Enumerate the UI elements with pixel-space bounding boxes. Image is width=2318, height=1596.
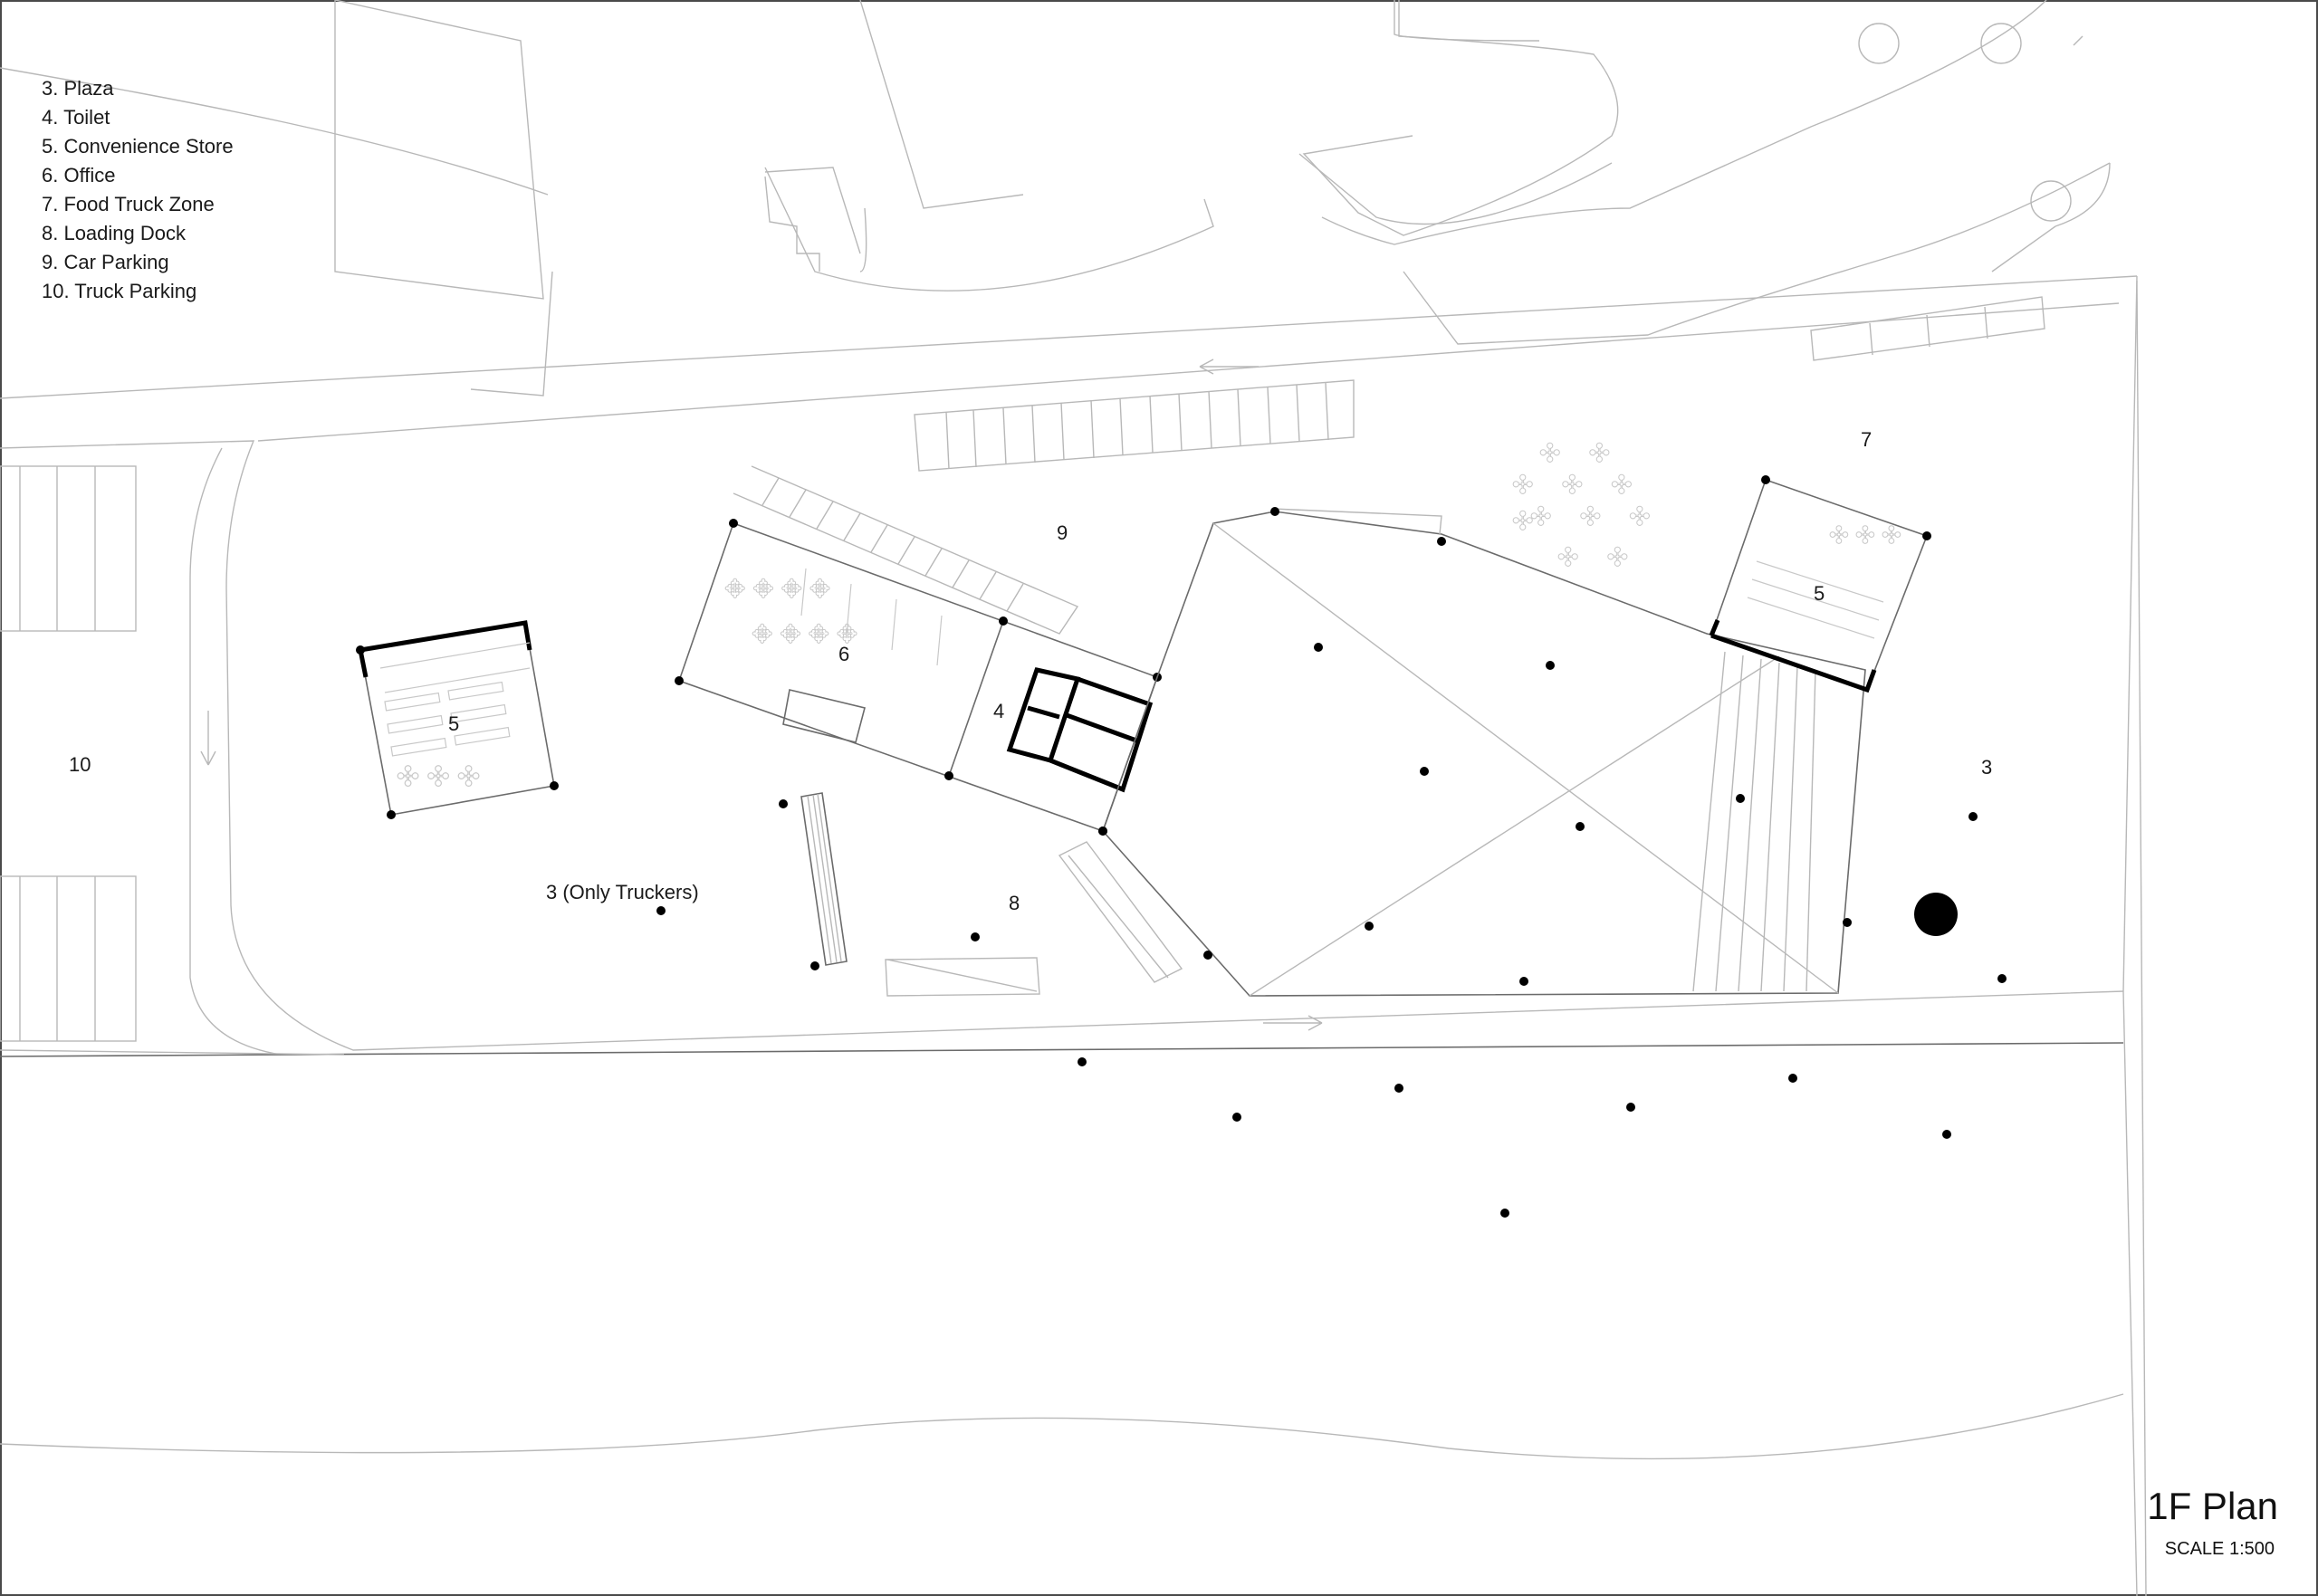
legend-item: 3. Plaza [42,77,114,100]
plan-scale: SCALE 1:500 [2164,1539,2275,1559]
car-parking-stalls [733,296,2045,635]
label-car-parking: 9 [1057,521,1068,544]
store-west: ✣ ✣ ✣ [356,620,559,819]
label-loading-dock: 8 [1009,892,1020,914]
context-lines [0,0,2111,397]
plan-title: 1F Plan [2147,1485,2278,1527]
tree-dots [656,643,2007,1218]
svg-text:✣ ✣ ✣: ✣ ✣ ✣ [397,762,480,792]
label-toilet: 4 [993,700,1004,722]
legend-item: 4. Toilet [42,106,110,129]
store-east: ✣ ✣ ✣ [1709,475,1931,693]
legend-item: 7. Food Truck Zone [42,193,215,215]
food-truck-seating: ✣ ✣ ✣ ✣ ✣ ✣ ✣ ✣ ✣ ✣ ✣ [1512,439,1652,572]
svg-text:✥ ✥ ✥ ✥: ✥ ✥ ✥ ✥ [724,575,830,603]
legend-item: 8. Loading Dock [42,222,186,244]
svg-text:✣ ✣ ✣: ✣ ✣ ✣ [1530,502,1651,530]
label-office: 6 [838,643,849,665]
office-building: ✥ ✥ ✥ ✥ ✥ ✥ ✥ ✥ [675,519,1162,836]
label-food-truck: 7 [1861,428,1872,451]
legend-item: 6. Office [42,164,116,186]
label-store-west: 5 [448,712,459,735]
label-plaza: 3 [1981,756,1992,779]
label-truck-parking: 10 [69,753,91,776]
plaza-canopy [1098,507,1866,997]
legend-item: 5. Convenience Store [42,135,234,158]
legend-item: 10. Truck Parking [42,280,197,302]
legend-item: 9. Car Parking [42,251,169,273]
zone-labels: 5 6 4 9 7 5 10 3 3 (Only Truckers) 8 [69,428,1992,914]
svg-text:✣ ✣: ✣ ✣ [1539,439,1610,467]
svg-text:✣: ✣ [1512,507,1533,535]
svg-text:✥ ✥ ✥ ✥: ✥ ✥ ✥ ✥ [752,620,857,648]
label-plaza-truckers: 3 (Only Truckers) [546,881,699,903]
loading-dock-elements [800,792,1183,997]
label-store-east: 5 [1814,582,1825,605]
truck-parking-stalls [0,465,137,1042]
legend: 3. Plaza 4. Toilet 5. Convenience Store … [42,74,234,306]
svg-text:✣ ✣ ✣: ✣ ✣ ✣ [1512,471,1633,499]
svg-text:✣ ✣ ✣: ✣ ✣ ✣ [1829,521,1901,549]
svg-text:✣ ✣: ✣ ✣ [1557,543,1628,571]
roads [0,275,2147,1596]
